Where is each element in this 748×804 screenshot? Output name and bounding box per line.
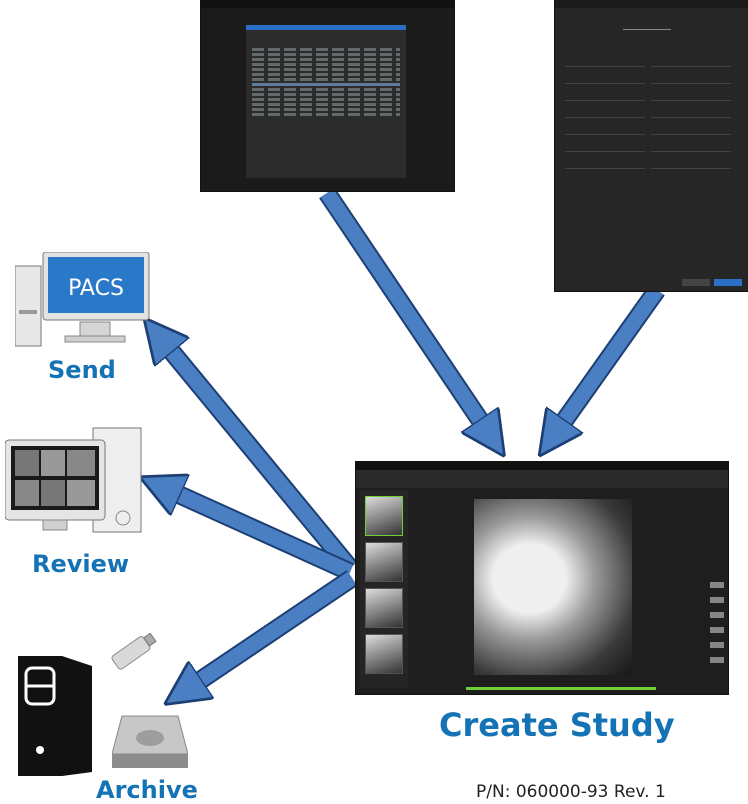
review-workstation-icon (5, 427, 142, 533)
optical-drive-icon (112, 715, 188, 768)
part-number: P/N: 060000-93 Rev. 1 (476, 782, 666, 802)
xray-image (474, 499, 632, 675)
search-screenshot (201, 0, 454, 191)
archive-label: Archive (96, 776, 198, 804)
patient-form-screenshot (555, 0, 748, 291)
create-study-screenshot (356, 462, 728, 694)
pacs-screen-text: PACS (68, 276, 124, 301)
pacs-computer-icon: PACS (15, 252, 150, 347)
send-label: Send (48, 356, 116, 384)
usb-drive-icon (111, 632, 157, 670)
archive-tower-icon (18, 656, 92, 776)
playback-progress (466, 687, 656, 690)
review-label: Review (32, 550, 130, 578)
create-study-label: Create Study (439, 706, 675, 744)
